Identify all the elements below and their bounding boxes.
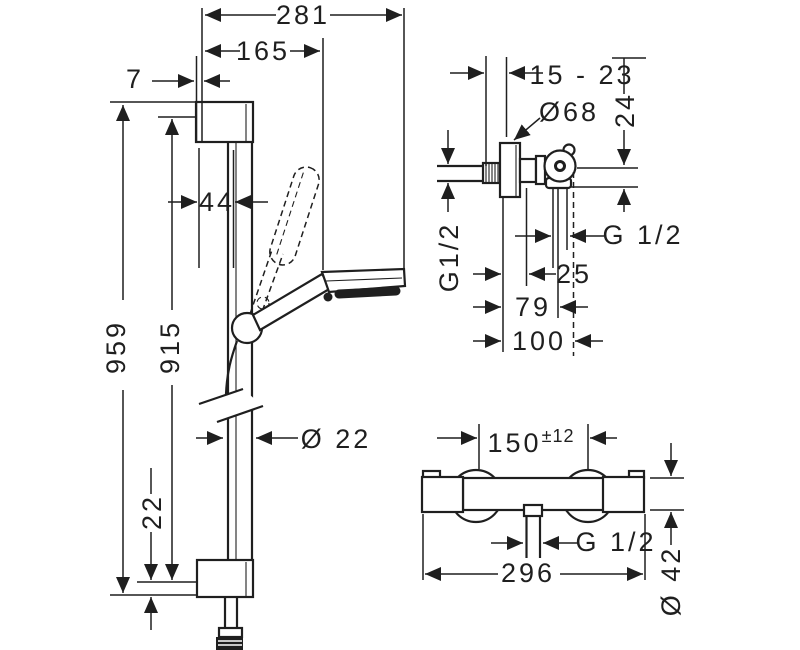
valve-dim-outlet-height: 24	[610, 91, 640, 129]
valve-dim-projection-inner: 25	[555, 259, 593, 289]
spray-face	[334, 286, 401, 299]
mixer-dim-total-width: 296	[500, 558, 556, 588]
rail-dim-bar-diameter: Ø 22	[300, 424, 372, 454]
mixer-dimensions	[425, 431, 678, 581]
valve-dim-escutcheon: Ø68	[538, 97, 600, 127]
hose-nut	[216, 637, 243, 650]
valve-dim-projection-mid: 79	[514, 292, 552, 322]
rail-dim-handle-offset: 44	[198, 187, 236, 217]
rail-dim-bottom-offset: 22	[137, 493, 167, 531]
handshower-head	[320, 267, 407, 294]
valve-outlet-thread: G 1/2	[602, 220, 684, 250]
mixer-dim-body-diameter: Ø 42	[656, 545, 686, 617]
rail-dimensions	[116, 8, 402, 630]
thermostat-mixer-figure	[420, 424, 684, 580]
handshower-handle	[251, 272, 333, 332]
wall-valve-figure	[437, 56, 646, 356]
valve-dimensions	[441, 58, 631, 348]
valve-inlet-thread: G1/2	[434, 221, 464, 293]
rail-dim-mount-spacing: 915	[155, 319, 185, 375]
rail-dim-total-width: 281	[275, 0, 331, 30]
rail-dim-total-height: 959	[101, 319, 131, 375]
wall-escutcheon	[498, 141, 522, 199]
rail-dim-head-offset: 165	[235, 36, 291, 66]
mixer-outlet-thread: G 1/2	[575, 527, 657, 557]
mixer-dim-connection-distance-value: 150	[487, 428, 542, 458]
valve-dim-projection-total: 100	[511, 326, 567, 356]
shower-rail-figure	[110, 8, 407, 650]
mixer-dim-connection-distance: 150±12	[461, 421, 601, 458]
mixer-handle-right	[601, 475, 646, 514]
rail-dim-wall-gap: 7	[125, 64, 145, 94]
mixer-handle-left	[420, 475, 465, 514]
mixer-dim-connection-tolerance: ±12	[541, 426, 575, 446]
handshower-stored-outline	[269, 166, 320, 266]
valve-dim-wall-distance: 15 - 23	[529, 60, 635, 90]
